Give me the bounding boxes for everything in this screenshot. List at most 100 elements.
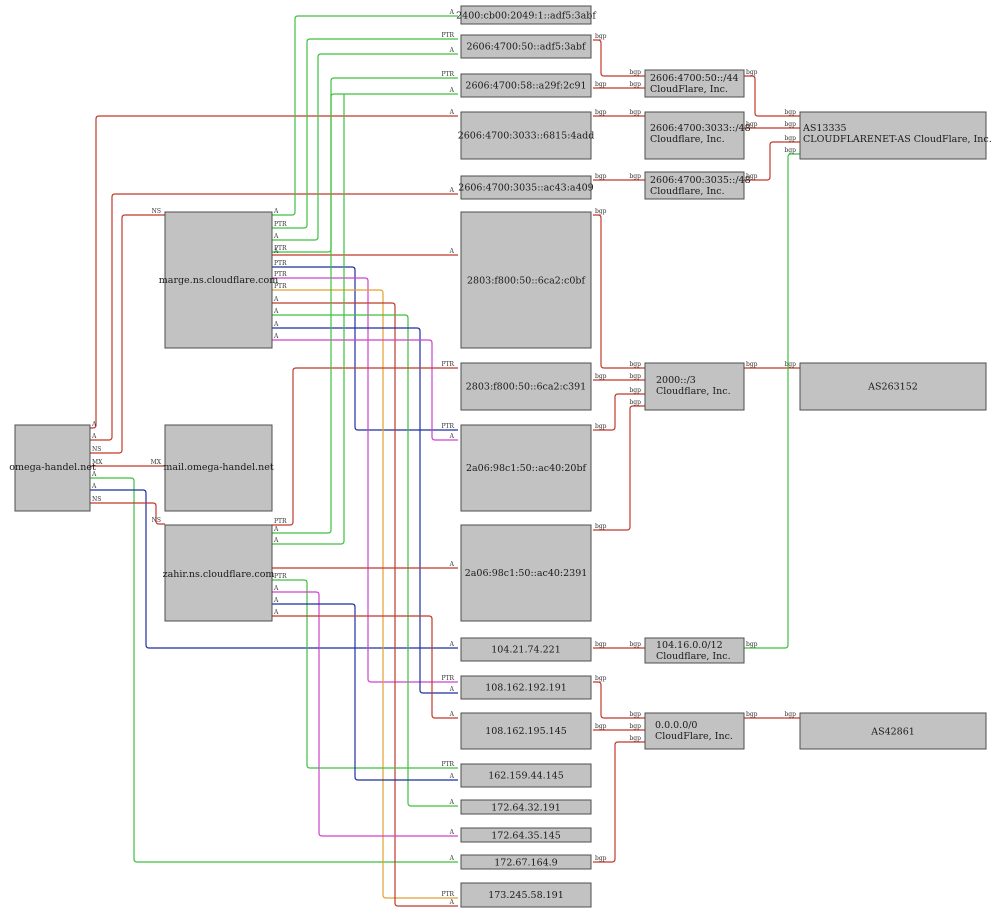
edge-42: bgp bgp <box>744 361 800 369</box>
node-ip-2a06-98c1-50-ac40-20bf[interactable]: 2a06:98c1:50::ac40:20bf <box>460 424 592 512</box>
node-ip-172-64-35-145[interactable]: 172.64.35.145 <box>460 827 592 843</box>
edge-start-label: PTR <box>274 221 287 228</box>
edge-start-label: bgp <box>595 373 607 380</box>
edge-start-label: bgp <box>746 711 758 718</box>
edge-end-label: bgp <box>629 399 641 406</box>
node-prefix-2606-4700-50-44[interactable]: 2606:4700:50::/44 CloudFlare, Inc. <box>644 69 745 98</box>
node-mail-omega-handel-net[interactable]: mail.omega-handel.net <box>163 424 274 512</box>
edge-end-label: A <box>449 829 455 836</box>
edge-end-label: bgp <box>784 361 796 368</box>
edge-start-label: bgp <box>746 361 758 368</box>
edge-start-label: bgp <box>595 855 607 862</box>
edge-4: AA <box>90 471 458 863</box>
node-ip-2606-4700-3035-ac43-a409[interactable]: 2606:4700:3035::ac43:a409 <box>458 175 594 200</box>
edge-start-label: PTR <box>274 518 287 525</box>
node-ip-2803-f800-50-6ca2-c391[interactable]: 2803:f800:50::6ca2:c391 <box>460 362 592 411</box>
node-as13335[interactable]: AS13335 CLOUDFLARENET-AS CloudFlare, Inc… <box>799 111 992 160</box>
node-prefix-2606-4700-3033-48[interactable]: 2606:4700:3033::/48 Cloudflare, Inc. <box>644 111 751 160</box>
node-as42861[interactable]: AS42861 <box>799 712 987 750</box>
edge-line <box>272 77 458 253</box>
edge-line <box>272 289 458 899</box>
node-label: 2606:4700:58::a29f:2c91 <box>465 81 586 92</box>
edge-line <box>90 502 165 525</box>
edge-line <box>90 214 165 454</box>
edge-line <box>593 681 645 719</box>
edge-12: PTR PTR <box>272 260 458 431</box>
node-marge-ns-cloudflare-com[interactable]: marge.ns.cloudflare.com <box>159 211 278 349</box>
node-ip-104-21-74-221[interactable]: 104.21.74.221 <box>460 637 592 662</box>
node-label-prefix: 2606:4700:3035::/48 <box>650 175 751 186</box>
node-ip-2803-f800-50-6ca2-c0bf[interactable]: 2803:f800:50::6ca2:c0bf <box>460 211 592 349</box>
edge-start-label: PTR <box>274 260 287 267</box>
node-prefix-2606-4700-3035-48[interactable]: 2606:4700:3035::/48 Cloudflare, Inc. <box>644 171 751 200</box>
edge-end-label: NS <box>152 517 161 524</box>
node-label-prefix: 0.0.0.0/0 <box>655 720 697 731</box>
node-ip-108-162-192-191[interactable]: 108.162.192.191 <box>460 675 592 700</box>
node-ip-2400-cb00-2049-1-adf5-3abf[interactable]: 2400:cb00:2049:1::adf5:3abf <box>456 5 597 25</box>
edge-35: bgp bgp <box>593 641 645 649</box>
node-label: 2606:4700:3033::6815:4add <box>458 131 595 142</box>
node-label-owner: CloudFlare, Inc. <box>650 84 728 95</box>
edge-line <box>272 15 458 216</box>
edge-line <box>272 277 458 683</box>
node-label: 2803:f800:50::6ca2:c391 <box>466 382 586 393</box>
edge-line <box>744 75 800 117</box>
edge-end-label: A <box>449 855 455 862</box>
edge-line <box>272 603 458 781</box>
node-prefix-0-0-0-0-0[interactable]: 0.0.0.0/0 CloudFlare, Inc. <box>644 712 745 750</box>
node-label-prefix: 104.16.0.0/12 <box>656 640 723 651</box>
edge-end-label: A <box>449 641 455 648</box>
edge-end-label: A <box>449 87 455 94</box>
nodes-layer: omega-handel.net marge.ns.cloudflare.com… <box>9 5 992 908</box>
edge-start-label: bgp <box>595 641 607 648</box>
node-ip-2606-4700-58-a29f-2c91[interactable]: 2606:4700:58::a29f:2c91 <box>460 73 592 98</box>
node-prefix-2000-3[interactable]: 2000::/3 Cloudflare, Inc. <box>644 362 745 411</box>
edge-end-label: A <box>449 109 455 116</box>
edge-start-label: A <box>273 597 279 604</box>
edge-start-label: bgp <box>595 675 607 682</box>
node-ip-162-159-44-145[interactable]: 162.159.44.145 <box>460 763 592 788</box>
edge-line <box>272 94 345 545</box>
node-omega-handel-net[interactable]: omega-handel.net <box>9 424 96 512</box>
edge-end-label: bgp <box>629 735 641 742</box>
node-zahir-ns-cloudflare-com[interactable]: zahir.ns.cloudflare.com <box>163 524 275 622</box>
edge-end-label: A <box>449 711 455 718</box>
node-ip-172-64-32-191[interactable]: 172.64.32.191 <box>460 799 592 815</box>
edge-end-label: bgp <box>784 135 796 142</box>
node-ip-108-162-195-145[interactable]: 108.162.195.145 <box>460 712 592 750</box>
node-ip-2606-4700-50-adf5-3abf[interactable]: 2606:4700:50::adf5:3abf <box>460 34 592 59</box>
edge-line <box>593 741 645 863</box>
node-label-owner: Cloudflare, Inc. <box>650 134 725 145</box>
edge-end-label: bgp <box>629 173 641 180</box>
node-label-owner: CloudFlare, Inc. <box>655 731 733 742</box>
edge-end-label: A <box>449 47 455 54</box>
node-ip-172-67-164-9[interactable]: 172.67.164.9 <box>460 854 592 870</box>
node-ip-2a06-98c1-50-ac40-2391[interactable]: 2a06:98c1:50::ac40:2391 <box>460 524 592 622</box>
node-ip-2606-4700-3033-6815-4add[interactable]: 2606:4700:3033::6815:4add <box>458 111 595 160</box>
node-ip-173-245-58-191[interactable]: 173.245.58.191 <box>460 882 592 908</box>
edge-end-label: MX <box>151 459 162 466</box>
edge-0: AA <box>90 109 458 429</box>
edge-end-label: bgp <box>784 109 796 116</box>
node-label: 2a06:98c1:50::ac40:2391 <box>465 568 588 579</box>
edge-line <box>272 38 458 229</box>
edge-line <box>593 393 645 431</box>
edge-line <box>90 477 458 863</box>
edge-3: MX MX <box>90 459 165 467</box>
edge-end-label: bgp <box>629 641 641 648</box>
edge-start-label: MX <box>92 459 103 466</box>
node-prefix-104-16-0-0-12[interactable]: 104.16.0.0/12 Cloudflare, Inc. <box>644 637 745 664</box>
node-as263152[interactable]: AS263152 <box>799 362 987 411</box>
edge-start-label: PTR <box>274 271 287 278</box>
node-label: 172.64.35.145 <box>491 831 561 842</box>
edge-22: A <box>272 561 458 569</box>
